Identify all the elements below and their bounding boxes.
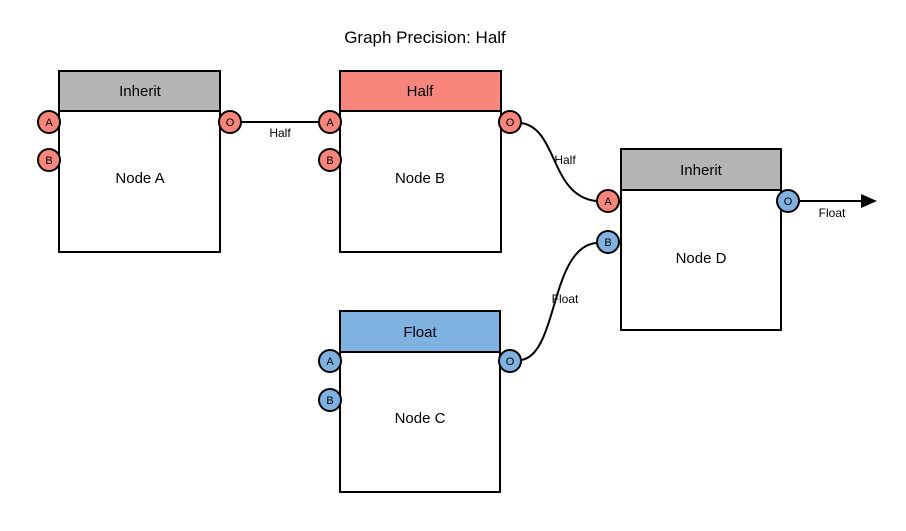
- edge-nodec-to-noded-label: Float: [552, 292, 579, 306]
- node-b-port-o-label: O: [506, 117, 515, 129]
- output-arrow-label: Float: [819, 206, 846, 220]
- node-b-port-a: [318, 110, 342, 134]
- node-c-port-a: [318, 349, 342, 373]
- node-d-precision-label: Inherit: [680, 162, 723, 179]
- node-a-title: Node A: [115, 170, 164, 187]
- node-c-port-b: [318, 388, 342, 412]
- node-a-port-o-label: O: [226, 117, 235, 129]
- node-d-ports: A B O: [596, 189, 800, 254]
- node-a-port-o: [218, 110, 242, 134]
- node-a-port-b-label: B: [45, 155, 52, 167]
- node-b-title: Node B: [395, 170, 445, 187]
- edge-nodea-to-nodeb-label: Half: [269, 126, 291, 140]
- node-c-port-o-label: O: [506, 356, 515, 368]
- node-a: Inherit Node A: [58, 70, 221, 253]
- graph-precision-title: Graph Precision: Half: [344, 28, 506, 47]
- node-d-title: Node D: [676, 250, 727, 267]
- node-a-port-a: [37, 110, 61, 134]
- node-a-header: [58, 70, 221, 112]
- node-d-port-b: [596, 230, 620, 254]
- node-c-precision-label: Float: [403, 324, 437, 341]
- node-a-ports: A B O: [37, 110, 242, 172]
- node-c-header: [339, 310, 501, 353]
- node-b-port-b-label: B: [326, 155, 333, 167]
- output-arrowhead-icon: [861, 194, 877, 208]
- node-b: Half Node B: [339, 70, 502, 253]
- node-c-port-b-label: B: [326, 395, 333, 407]
- edges: Half Half Float Float: [241, 121, 877, 361]
- node-b-port-b: [318, 148, 342, 172]
- node-b-precision-label: Half: [407, 83, 435, 100]
- node-d-port-b-label: B: [604, 237, 611, 249]
- edge-nodec-to-noded: [520, 242, 597, 361]
- edge-nodeb-to-noded-label: Half: [554, 153, 576, 167]
- node-a-port-b: [37, 148, 61, 172]
- node-d-port-a-label: A: [604, 196, 612, 208]
- node-c: Float Node C: [339, 310, 501, 493]
- node-c-title: Node C: [395, 410, 446, 427]
- node-b-port-a-label: A: [326, 117, 334, 129]
- node-c-ports: A B O: [318, 349, 522, 412]
- node-b-header: [339, 70, 502, 112]
- node-a-precision-label: Inherit: [119, 83, 162, 100]
- node-b-ports: A B O: [318, 110, 522, 172]
- node-d-port-o: [776, 189, 800, 213]
- node-d-port-o-label: O: [784, 196, 793, 208]
- node-a-port-a-label: A: [45, 117, 53, 129]
- edge-nodeb-to-noded: [520, 122, 597, 202]
- node-d-port-a: [596, 189, 620, 213]
- node-c-port-a-label: A: [326, 356, 334, 368]
- node-b-port-o: [498, 110, 522, 134]
- node-d: Inherit Node D: [620, 148, 782, 331]
- node-c-port-o: [498, 349, 522, 373]
- node-d-header: [620, 148, 782, 191]
